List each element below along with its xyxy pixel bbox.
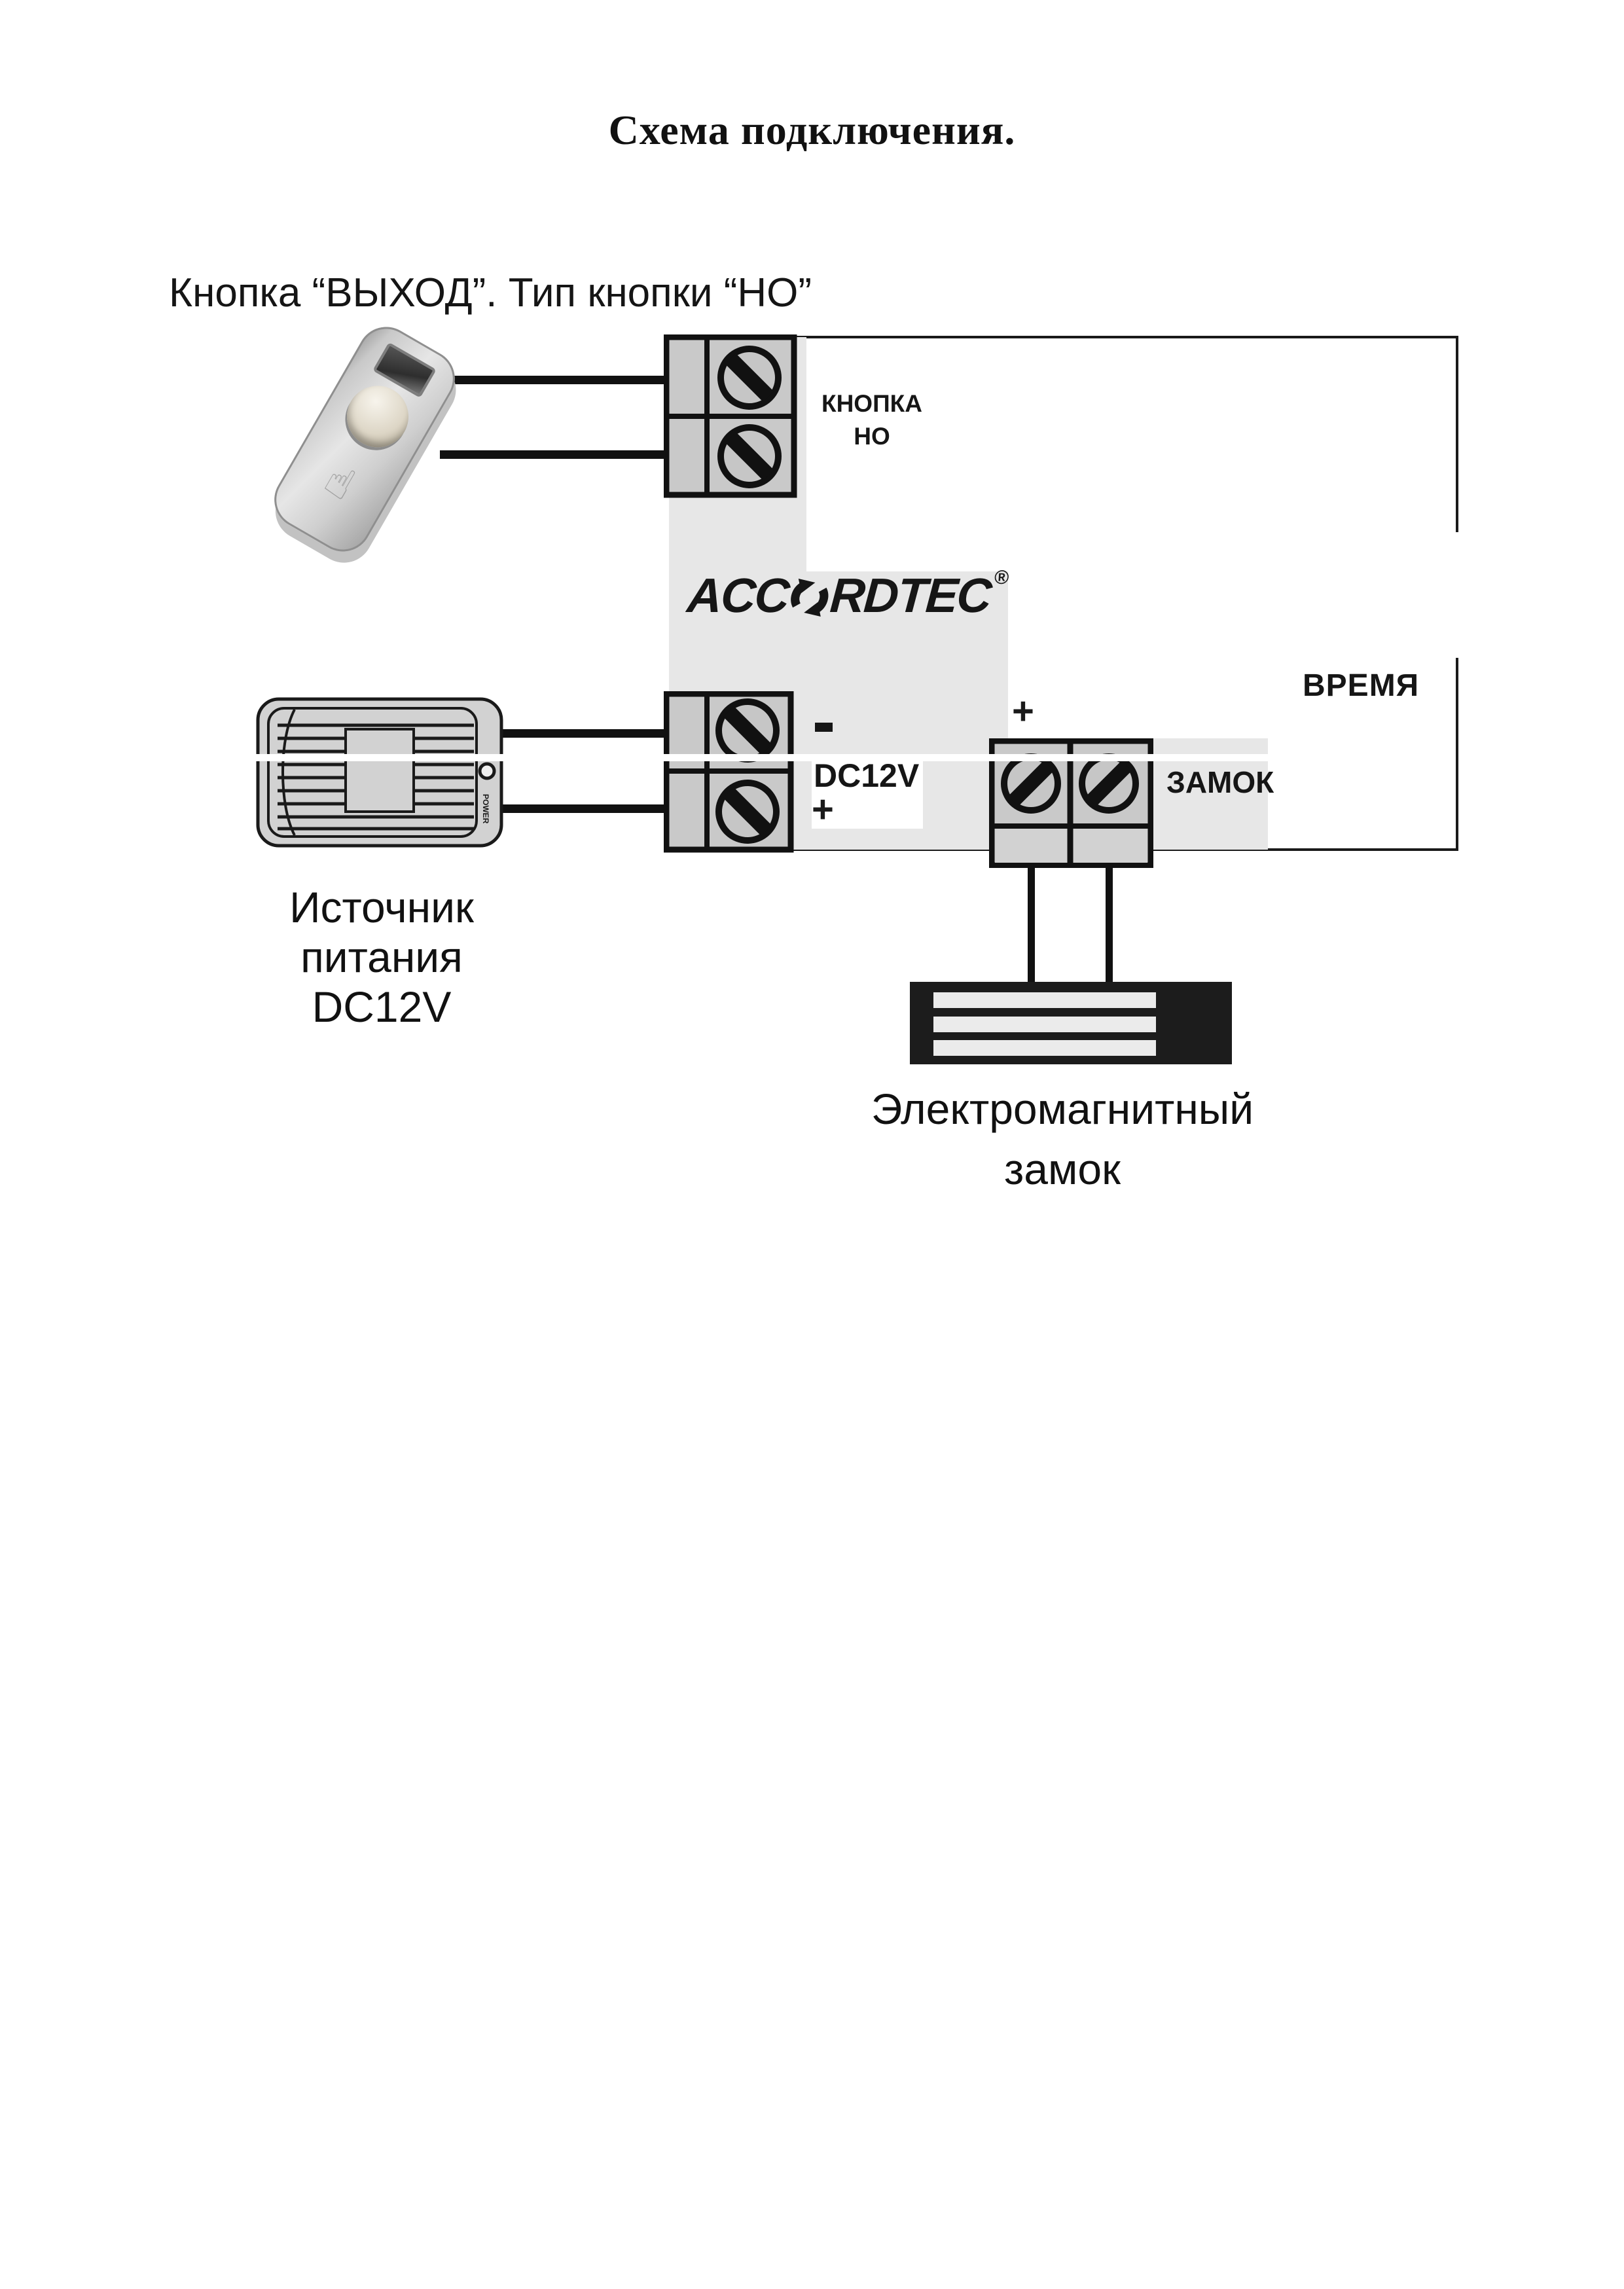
accordtec-o-arrows-icon bbox=[791, 579, 829, 617]
exit-button-body: ☝ bbox=[264, 316, 465, 562]
psu-photo: POWER bbox=[256, 697, 503, 848]
screw-terminal-icon bbox=[715, 780, 780, 844]
wire-power-minus bbox=[496, 729, 669, 738]
wire-lock-1 bbox=[1028, 863, 1035, 983]
white-retouch-stripe bbox=[0, 754, 1268, 761]
wire-lock-2 bbox=[1106, 863, 1113, 983]
minus-sign: - bbox=[815, 723, 833, 732]
wire-exit-button-2 bbox=[440, 450, 669, 459]
screw-terminal-icon bbox=[1001, 753, 1061, 814]
psu-caption-line3: DC12V bbox=[312, 982, 452, 1031]
label-zamok: ЗАМОК bbox=[1166, 765, 1274, 799]
controller-outline-top bbox=[668, 336, 1458, 338]
psu-caption: Источник питания DC12V bbox=[251, 882, 513, 1032]
magnet-slat bbox=[933, 1040, 1156, 1056]
brand-text-right: RDTEC bbox=[828, 568, 993, 622]
label-no: НО bbox=[854, 423, 890, 450]
registered-trademark-icon: ® bbox=[993, 567, 1010, 588]
psu-left-curve bbox=[281, 709, 296, 836]
magnet-slat bbox=[933, 992, 1156, 1008]
dc12v-label-box bbox=[812, 758, 923, 829]
plus-sign-power: + bbox=[812, 788, 834, 831]
psu-power-label: POWER bbox=[481, 794, 490, 824]
terminal-block-button bbox=[664, 334, 797, 498]
diagram-subtitle: Кнопка “ВЫХОД”. Тип кнопки “НО” bbox=[169, 270, 812, 315]
screw-terminal-icon bbox=[717, 424, 782, 488]
hand-icon: ☝ bbox=[316, 453, 364, 511]
psu-caption-line2: питания bbox=[300, 933, 463, 981]
plus-sign-lock: + bbox=[1012, 690, 1034, 732]
magnet-slat bbox=[933, 1017, 1156, 1032]
lock-caption: Электромагнитный замок bbox=[801, 1079, 1324, 1199]
page-title: Схема подключения. bbox=[608, 107, 1016, 153]
psu-led bbox=[478, 762, 496, 780]
controller-outline-right-lower bbox=[1456, 658, 1458, 851]
terminal-block-power bbox=[664, 691, 794, 853]
lock-magnet bbox=[910, 982, 1232, 1064]
screw-terminal-icon bbox=[1079, 753, 1139, 814]
brand-text-left: ACC bbox=[685, 568, 791, 622]
screw-terminal-icon bbox=[717, 346, 782, 410]
label-vremya: ВРЕМЯ bbox=[1303, 668, 1420, 703]
psu-center-plate bbox=[344, 728, 415, 813]
screw-terminal-icon bbox=[715, 698, 780, 763]
wire-power-plus bbox=[496, 804, 669, 813]
exit-button-photo: ☝ bbox=[253, 316, 473, 562]
lock-caption-line2: замок bbox=[1004, 1145, 1121, 1193]
psu-caption-line1: Источник bbox=[289, 883, 474, 931]
label-dc12v: DC12V bbox=[814, 757, 920, 794]
label-button-terminal: КНОПКА НО bbox=[806, 388, 937, 453]
terminal-block-lock bbox=[989, 738, 1153, 868]
brand-logo: ACC RDTEC ® bbox=[685, 567, 1010, 623]
label-knopka: КНОПКА bbox=[821, 390, 922, 417]
controller-outline-right-upper bbox=[1456, 336, 1458, 532]
lock-caption-line1: Электромагнитный bbox=[871, 1085, 1254, 1133]
